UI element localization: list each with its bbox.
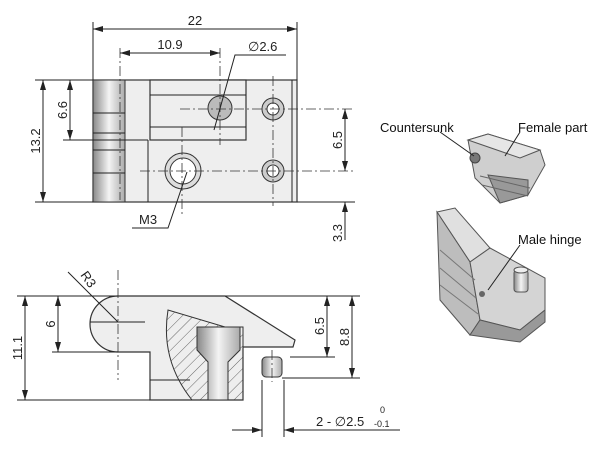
dim-11-1: 11.1 bbox=[10, 336, 25, 360]
dim-6-5-top: 6.5 bbox=[330, 131, 345, 149]
dim-pin-dia: 2 - ∅2.5 bbox=[316, 414, 364, 429]
label-countersunk: Countersunk bbox=[380, 120, 454, 135]
top-view: 22 10.9 ∅2.6 13.2 6.6 6.5 3.3 M3 bbox=[28, 13, 355, 242]
side-view: R3 11.1 6 6.5 8.8 2 - ∅2.5 0 -0.1 bbox=[10, 268, 400, 437]
dim-m3: M3 bbox=[139, 212, 157, 227]
female-part-3d bbox=[466, 133, 546, 204]
dim-pin-hole-dia: ∅2.6 bbox=[248, 39, 277, 54]
dim-3-3: 3.3 bbox=[330, 224, 345, 242]
label-female-part: Female part bbox=[518, 120, 588, 135]
dim-13-2: 13.2 bbox=[28, 128, 43, 153]
dim-10-9: 10.9 bbox=[157, 37, 182, 52]
dim-r3: R3 bbox=[78, 268, 100, 290]
dim-8-8: 8.8 bbox=[337, 328, 352, 346]
countersunk-bore bbox=[196, 326, 241, 401]
male-hinge-3d bbox=[436, 207, 546, 343]
label-male-hinge: Male hinge bbox=[518, 232, 582, 247]
dim-6-6: 6.6 bbox=[55, 101, 70, 119]
tolerance-upper: 0 bbox=[380, 405, 385, 415]
tolerance-lower: -0.1 bbox=[374, 419, 390, 429]
dim-6: 6 bbox=[43, 320, 58, 327]
dim-6-5-side: 6.5 bbox=[312, 317, 327, 335]
callouts: Countersunk Female part Male hinge bbox=[380, 120, 588, 291]
dim-22: 22 bbox=[188, 13, 202, 28]
